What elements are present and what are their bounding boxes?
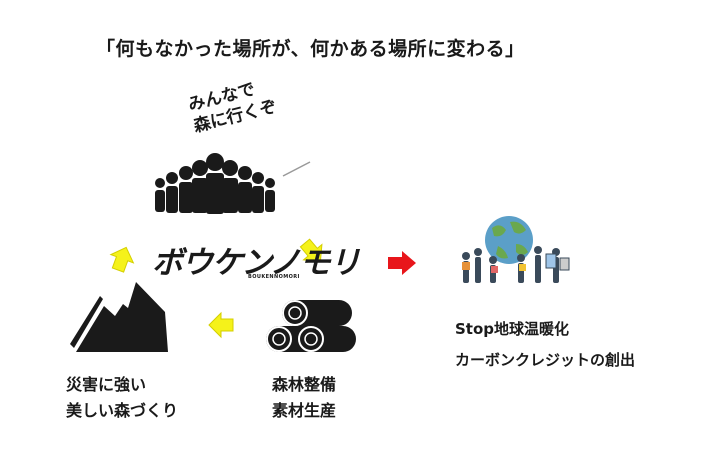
arrow-right-red (388, 251, 416, 275)
mountain-icon (70, 282, 168, 352)
arrow-left (208, 311, 234, 339)
disaster-label: 災害に強い 美しい森づくり (66, 372, 178, 424)
disaster-label-line-1: 災害に強い (66, 375, 147, 394)
carbon-credit-label: カーボンクレジットの創出 (455, 351, 636, 369)
arrow-down-right (299, 238, 323, 262)
logo-subtitle: BOUKENNOMORI (248, 274, 300, 280)
logs-icon (266, 300, 356, 352)
globe-people-icon (462, 216, 570, 283)
arrow-up-left (109, 246, 135, 273)
forest-label-line-1: 森林整備 (272, 375, 337, 394)
stop-warming-label: Stop地球温暖化 (455, 320, 570, 338)
forest-label-line-2: 素材生産 (272, 401, 337, 420)
slogan-underline (282, 161, 311, 177)
crowd-icon (155, 153, 275, 214)
disaster-label-line-2: 美しい森づくり (66, 401, 179, 420)
logo: ボウケンノモリ (152, 245, 361, 281)
forest-label: 森林整備 素材生産 (272, 372, 336, 424)
page-heading: 「何もなかった場所が、何かある場所に変わる」 (96, 38, 525, 60)
